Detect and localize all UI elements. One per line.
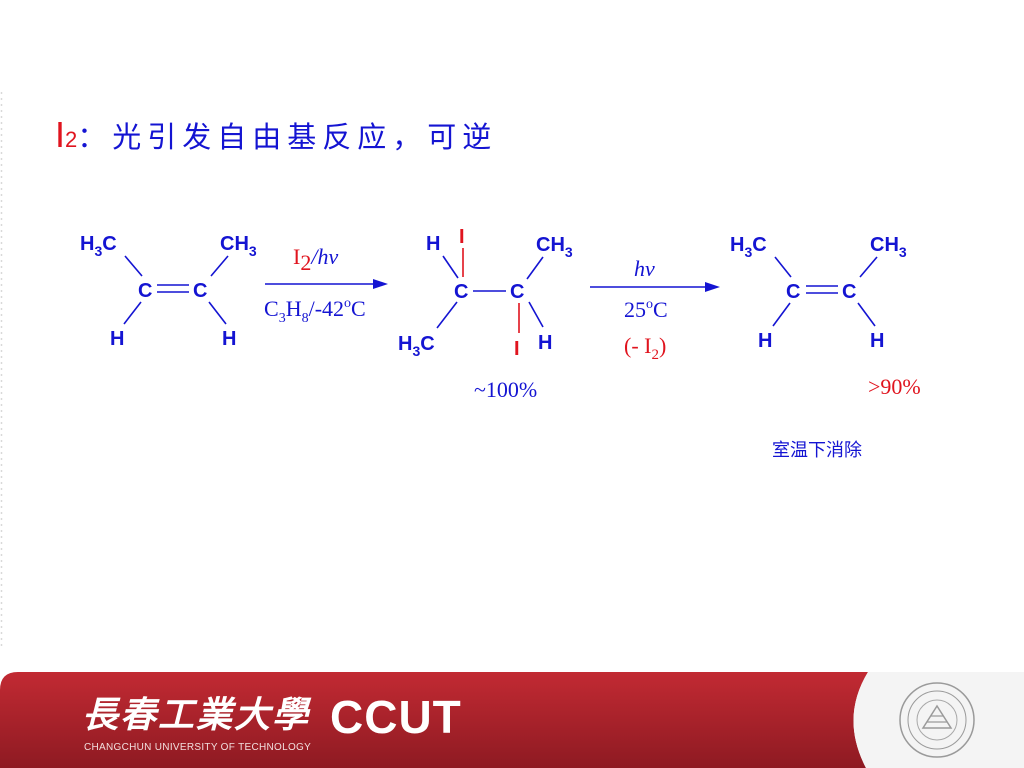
reactant-h-left: H bbox=[110, 328, 124, 350]
university-seal-icon bbox=[899, 682, 975, 758]
intermediate-iodine-top: I bbox=[459, 226, 465, 248]
step1-reagent: I2/hν bbox=[293, 244, 338, 275]
intermediate-bonds-iodine bbox=[462, 248, 520, 333]
product-ch3-right: CH3 bbox=[870, 234, 907, 260]
step1-conditions: I2/hν C3H8/-42oC bbox=[264, 244, 388, 326]
reactant-molecule: H3C CH3 C C H H bbox=[80, 233, 257, 350]
reactant-bonds bbox=[123, 255, 229, 325]
intermediate-ch3-right: CH3 bbox=[536, 234, 573, 260]
product-carbon-2: C bbox=[842, 281, 856, 303]
intermediate-iodine-bottom: I bbox=[514, 338, 520, 360]
university-abbr-logo: CCUT bbox=[330, 691, 462, 743]
product-carbon-1: C bbox=[786, 281, 800, 303]
step2-byproduct: (- I2) bbox=[624, 333, 666, 363]
intermediate-molecule: H I CH3 C C H3C H I ~100% bbox=[398, 226, 573, 402]
step1-solvent-temperature: C3H8/-42oC bbox=[264, 296, 366, 326]
product-note: 室温下消除 bbox=[772, 440, 862, 461]
decorative-edge-dots bbox=[0, 90, 3, 650]
intermediate-h-right: H bbox=[538, 332, 552, 354]
university-name-cn: 長春工業大學 bbox=[82, 694, 311, 736]
footer-red-band bbox=[0, 672, 868, 768]
title-text: ：光引发自由基反应，可逆 bbox=[77, 120, 498, 154]
reactant-ch3-right: CH3 bbox=[220, 233, 257, 259]
intermediate-carbon-2: C bbox=[510, 281, 524, 303]
reactant-carbon-1: C bbox=[138, 280, 152, 302]
step2-temperature: 25oC bbox=[624, 297, 668, 322]
footer-band bbox=[0, 672, 1024, 768]
step1-arrow bbox=[265, 279, 388, 289]
step2-reagent: hν bbox=[634, 256, 655, 281]
step2-conditions: hν 25oC (- I2) bbox=[590, 256, 720, 363]
intermediate-h-top: H bbox=[426, 233, 440, 255]
reactant-h-right: H bbox=[222, 328, 236, 350]
product-h3c-left: H3C bbox=[730, 234, 767, 260]
title-element: I bbox=[55, 114, 66, 155]
step2-arrow bbox=[590, 282, 720, 292]
intermediate-carbon-1: C bbox=[454, 281, 468, 303]
product-bonds bbox=[772, 256, 878, 327]
product-molecule: H3C CH3 C C H H >90% 室温下消除 bbox=[730, 234, 921, 461]
title-subscript: 2 bbox=[65, 127, 78, 152]
reactant-carbon-2: C bbox=[193, 280, 207, 302]
university-name-en: CHANGCHUN UNIVERSITY OF TECHNOLOGY bbox=[84, 742, 312, 753]
product-h-right: H bbox=[870, 330, 884, 352]
intermediate-yield: ~100% bbox=[474, 377, 537, 402]
product-yield: >90% bbox=[868, 374, 921, 399]
product-h-left: H bbox=[758, 330, 772, 352]
reactant-h3c-left: H3C bbox=[80, 233, 117, 259]
page-title: I2：光引发自由基反应，可逆 bbox=[55, 110, 497, 160]
reaction-scheme: H3C CH3 C C H H I2/hν C3H8/-42oC bbox=[80, 226, 921, 461]
intermediate-h3c-left: H3C bbox=[398, 333, 435, 359]
intermediate-bonds-black bbox=[436, 255, 544, 329]
